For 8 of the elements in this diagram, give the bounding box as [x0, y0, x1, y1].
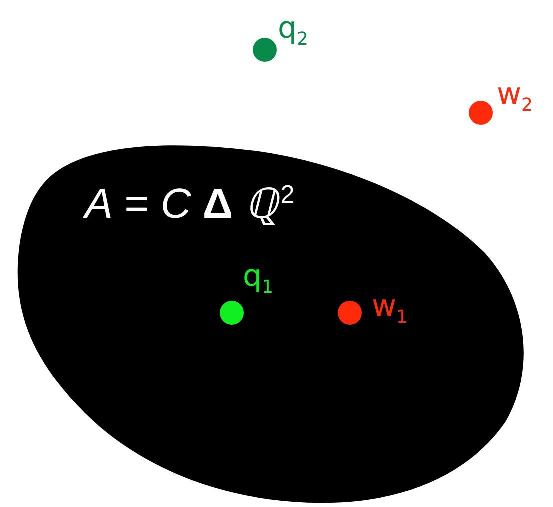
point-dot: [253, 38, 277, 62]
point-label: w$_{1}$: [372, 292, 408, 327]
point-dot: [469, 101, 493, 125]
point-label: q$_{2}$: [278, 14, 308, 49]
region-blob: [15, 143, 525, 505]
point-label: q$_{1}$: [243, 262, 274, 297]
formula: A = C Δ ℚ$^{2}$: [85, 183, 295, 225]
point-label: w$_{2}$: [497, 80, 533, 115]
